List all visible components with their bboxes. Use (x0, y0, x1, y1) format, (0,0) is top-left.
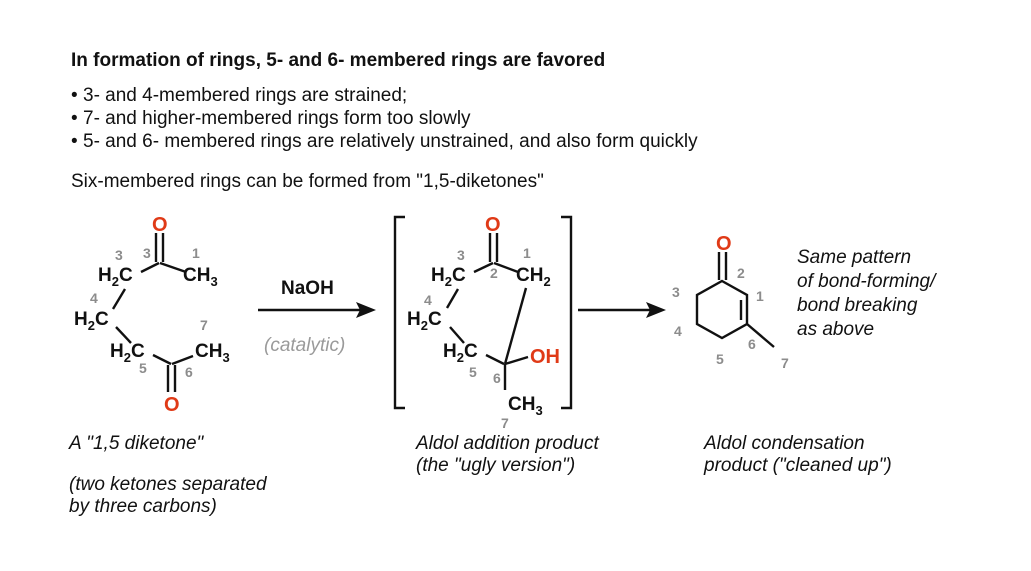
bullet-text: 3- and 4-membered rings are strained; (83, 85, 408, 106)
note-line: bond breaking (797, 295, 918, 316)
bond-c2-c1 (159, 261, 187, 274)
caption-line: (two ketones separated (69, 474, 267, 495)
atom-number: 2 (490, 265, 498, 281)
atom-number: 7 (501, 415, 509, 431)
pattern-note: Same pattern of bond-forming/ bond break… (797, 247, 937, 340)
atom-number: 1 (756, 288, 764, 304)
ch2-c4: H2C (407, 309, 442, 333)
oxygen-ketone: O (485, 214, 501, 236)
caption-line: by three carbons) (69, 496, 217, 517)
bond-c3-c4 (445, 288, 460, 309)
ch3-c1: CH3 (183, 265, 218, 289)
atom-number: 7 (781, 355, 789, 371)
bond-c6-methyl (746, 323, 775, 348)
bond-c2-c3 (473, 261, 494, 274)
reaction-arrow-1: NaOH (catalytic) (258, 278, 376, 356)
caption-line: A "1,5 diketone" (69, 433, 204, 454)
bullet-list: •3- and 4-membered rings are strained; •… (71, 84, 698, 153)
atom-number: 5 (469, 364, 477, 380)
bond-c5-c6 (485, 353, 505, 366)
bond-c6-c7 (171, 354, 194, 366)
diketone-note-caption: (two ketones separated by three carbons) (69, 474, 267, 518)
atom-number: 4 (674, 323, 682, 339)
atom-number: 3 (115, 247, 123, 263)
atom-number: 6 (748, 336, 756, 352)
aldol-condensation-caption: Aldol condensation product ("cleaned up"… (704, 433, 892, 477)
reaction-arrow-2 (578, 302, 666, 318)
note-line: Same pattern (797, 247, 911, 268)
bullet-text: 7- and higher-membered rings form too sl… (83, 108, 471, 129)
atom-number: 6 (493, 370, 501, 386)
bullet-item: •7- and higher-membered rings form too s… (71, 107, 698, 130)
bond-c1-c6-new (503, 287, 528, 365)
diketone-caption: A "1,5 diketone" (69, 433, 203, 455)
atom-number: 5 (716, 351, 724, 367)
note-line: of bond-forming/ (797, 271, 937, 292)
oxygen-ketone: O (716, 233, 732, 255)
diketone-molecule: O H2C CH3 H2C H2C CH3 O 3 1 3 4 7 5 6 (74, 214, 230, 416)
bullet-dot: • (71, 131, 78, 152)
six-membered-ring (695, 279, 749, 340)
hydroxyl-group: OH (530, 346, 560, 368)
bond-c2-c3 (140, 261, 160, 274)
note-line: as above (797, 319, 874, 340)
bond-c4-c5 (115, 326, 132, 344)
aldol-addition-molecule: O H2C CH2 H2C H2C OH CH3 3 1 2 4 5 6 7 (393, 214, 573, 431)
bullet-text: 5- and 6- membered rings are relatively … (83, 131, 698, 152)
atom-number: 3 (457, 247, 465, 263)
atom-number: 5 (139, 360, 147, 376)
ch2-c5: H2C (110, 341, 145, 365)
oxygen-bottom: O (164, 394, 180, 416)
bullet-dot: • (71, 85, 78, 106)
ch2-c1: CH2 (516, 265, 551, 289)
atom-number: 3 (672, 284, 680, 300)
atom-number: 3 (143, 245, 151, 261)
caption-line: Aldol addition product (416, 433, 599, 454)
ch2-c3: H2C (431, 265, 466, 289)
bond-c2-c1 (493, 261, 519, 274)
bond-c5-c6 (152, 353, 172, 366)
ch3-c7: CH3 (195, 341, 230, 365)
bond-c4-c5 (449, 326, 465, 344)
atom-number: 4 (90, 290, 98, 306)
ch2-c4: H2C (74, 309, 109, 333)
bullet-item: •3- and 4-membered rings are strained; (71, 84, 698, 107)
atom-number: 6 (185, 364, 193, 380)
caption-line: Aldol condensation (704, 433, 865, 454)
subheading: Six-membered rings can be formed from "1… (71, 171, 544, 192)
oxygen-top: O (152, 214, 168, 236)
bullet-dot: • (71, 108, 78, 129)
atom-number: 1 (192, 245, 200, 261)
atom-number: 1 (523, 245, 531, 261)
bullet-item: •5- and 6- membered rings are relatively… (71, 130, 698, 153)
ch2-c5: H2C (443, 341, 478, 365)
atom-number: 4 (424, 292, 432, 308)
atom-number: 2 (737, 265, 745, 281)
left-bracket (393, 215, 405, 410)
arrow-head (356, 302, 376, 318)
arrow-head (646, 302, 666, 318)
bond-c6-oh (504, 355, 529, 366)
bond-c3-c4 (111, 288, 127, 310)
page-heading: In formation of rings, 5- and 6- membere… (71, 50, 606, 71)
caption-line: (the "ugly version") (416, 455, 576, 476)
cyclohexenone-molecule: O 2 1 3 4 6 5 7 (672, 233, 789, 371)
caption-line: product ("cleaned up") (704, 455, 892, 476)
aldol-addition-caption: Aldol addition product (the "ugly versio… (416, 433, 599, 477)
reagent-label: NaOH (281, 278, 334, 299)
atom-number: 7 (200, 317, 208, 333)
ch3-c7: CH3 (508, 394, 543, 418)
right-bracket (561, 215, 573, 410)
ch2-c3: H2C (98, 265, 133, 289)
reagent-note: (catalytic) (264, 335, 345, 356)
